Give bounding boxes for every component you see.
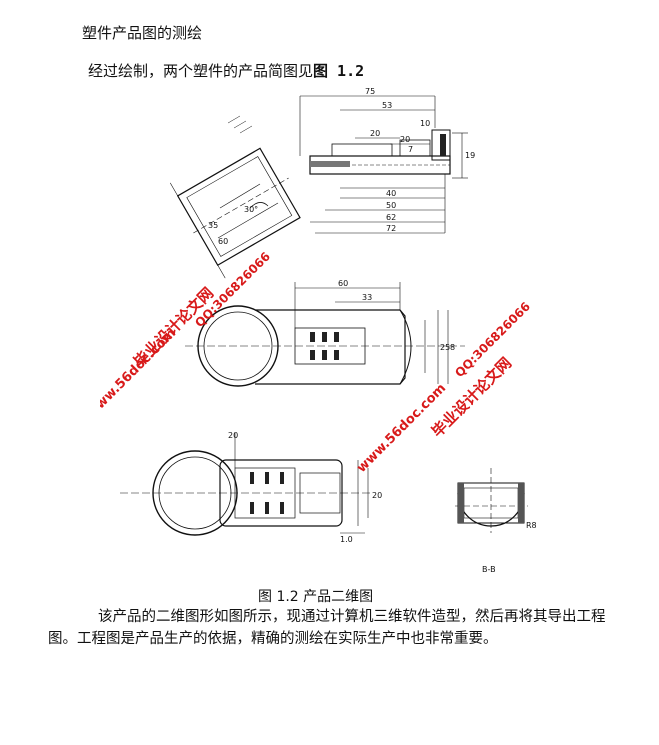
figure-reference: 图 1.2 [313,62,365,80]
dim-62: 62 [386,213,396,222]
dim-10: 10 [420,119,430,128]
dim-19: 19 [465,151,475,160]
dim-72: 72 [386,224,396,233]
dim-50: 50 [386,201,396,210]
dim-53: 53 [382,101,392,110]
dim-mid-60: 60 [338,279,348,288]
angle-label: 30° [244,205,258,214]
dim-bot-3: 20 [372,491,382,500]
dim-mid-8: 8 [450,343,455,352]
middle-view [185,282,465,387]
figure-caption: 图 1.2 产品二维图 [258,589,374,605]
intro-line: 经过绘制，两个塑件的产品简图见图 1.2 [88,60,364,81]
dim-20b: 20 [400,135,410,144]
dim-mid-25: 25 [440,343,450,352]
dim-7: 7 [408,145,413,154]
dim-40: 40 [386,189,396,198]
dim-bot-1: 20 [228,431,238,440]
section-heading: 塑件产品图的测绘 [82,24,203,42]
dim-mid-33: 33 [362,293,372,302]
dim-60: 60 [218,237,228,246]
watermark-left-url: www.56doc.com [100,326,179,421]
intro-text: 经过绘制，两个塑件的产品简图见 [88,62,314,80]
dim-35: 35 [208,221,218,230]
product-2d-drawing: 75 53 20 20 10 7 40 50 62 72 19 35 60 30… [100,88,537,574]
dim-20a: 20 [370,129,380,138]
body-paragraph: 该产品的二维图形如图所示，现通过计算机三维软件造型，然后再将其导出工程图。工程图… [48,609,606,647]
dim-bot-2: 1.0 [340,535,353,544]
dim-bot-r8: R8 [526,521,537,530]
bottom-view [120,433,528,536]
top-view [169,95,468,279]
watermark: 毕业设计论文网 www.56doc.com QQ:306826066 毕业设计论… [100,249,533,476]
section-label: B-B [482,565,496,574]
dim-75: 75 [365,88,375,96]
